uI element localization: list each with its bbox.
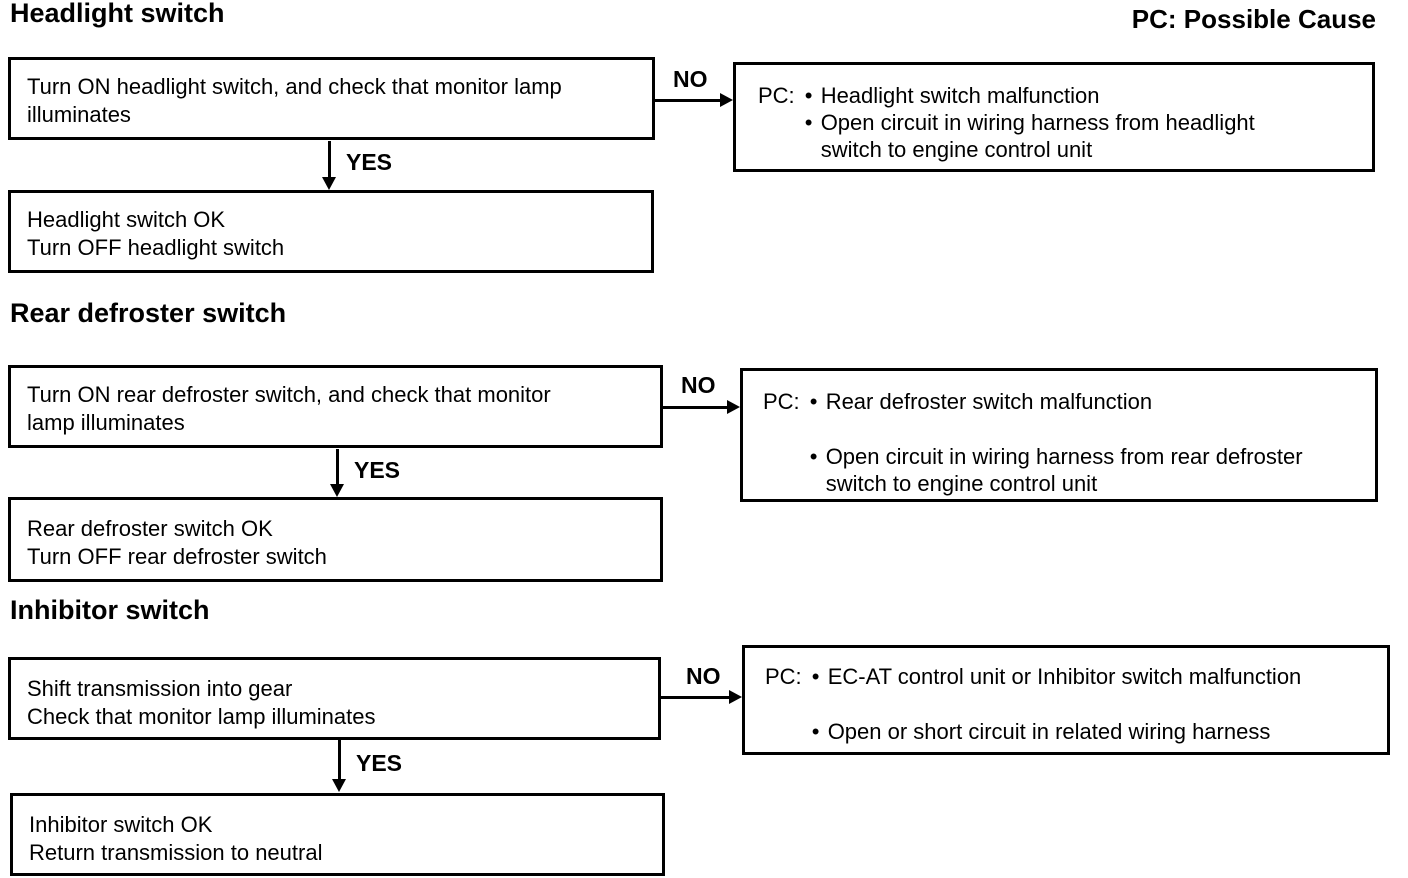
arrowhead-down-icon	[330, 484, 344, 497]
possible-cause-item: • Headlight switch malfunction	[805, 82, 1255, 109]
arrowhead-down-icon	[332, 779, 346, 792]
bullet-dot-icon: •	[809, 389, 818, 414]
bullet-dot-icon: •	[804, 83, 813, 108]
possible-cause-line: switch to engine control unit	[825, 471, 1098, 496]
yes-label: YES	[356, 750, 403, 776]
arrowhead-right-icon	[720, 93, 733, 107]
possible-cause-box-rear-defroster: PC: • Rear defroster switch malfunction …	[740, 368, 1378, 502]
possible-cause-item: • EC-AT control unit or Inhibitor switch…	[812, 663, 1302, 690]
pc-prefix: PC:	[765, 664, 802, 689]
bullet-dot-icon: •	[811, 719, 820, 744]
test-step-box-headlight: Turn ON headlight switch, and check that…	[8, 57, 655, 140]
possible-cause-item: • Open circuit in wiring harness from re…	[810, 443, 1303, 497]
no-label: NO	[686, 663, 721, 689]
test-step-line: Check that monitor lamp illuminates	[27, 704, 376, 729]
possible-cause-line: Headlight switch malfunction	[820, 83, 1100, 108]
yes-arrow	[330, 449, 344, 497]
possible-cause-line: Rear defroster switch malfunction	[825, 389, 1153, 414]
yes-label: YES	[346, 149, 393, 175]
yes-arrow	[322, 141, 336, 190]
possible-cause-legend: PC: Possible Cause	[1131, 4, 1376, 34]
test-step-line: Turn ON headlight switch, and check that…	[27, 74, 562, 99]
result-box-headlight: Headlight switch OK Turn OFF headlight s…	[8, 190, 654, 273]
possible-cause-line: Open circuit in wiring harness from head…	[820, 110, 1255, 135]
test-step-line: Shift transmission into gear	[27, 676, 293, 701]
pc-prefix: PC:	[763, 389, 800, 414]
result-line: Headlight switch OK	[27, 207, 226, 232]
yes-arrow	[332, 740, 346, 792]
possible-cause-item: • Open circuit in wiring harness from he…	[805, 109, 1255, 163]
possible-cause-line: EC-AT control unit or Inhibitor switch m…	[827, 664, 1302, 689]
result-box-rear-defroster: Rear defroster switch OK Turn OFF rear d…	[8, 497, 663, 582]
no-label: NO	[681, 372, 716, 398]
section-heading-rear-defroster-switch: Rear defroster switch	[10, 298, 287, 328]
possible-cause-box-headlight: PC: • Headlight switch malfunction • Ope…	[733, 62, 1375, 172]
result-box-inhibitor: Inhibitor switch OK Return transmission …	[10, 793, 665, 876]
bullet-dot-icon: •	[804, 110, 813, 135]
arrowhead-right-icon	[729, 690, 742, 704]
bullet-dot-icon: •	[811, 664, 820, 689]
no-label: NO	[673, 66, 708, 92]
test-step-box-rear-defroster: Turn ON rear defroster switch, and check…	[8, 365, 663, 448]
test-step-line: illuminates	[27, 102, 131, 127]
possible-cause-line: switch to engine control unit	[820, 137, 1093, 162]
possible-cause-box-inhibitor: PC: • EC-AT control unit or Inhibitor sw…	[742, 645, 1390, 755]
no-arrow	[661, 690, 742, 704]
result-line: Rear defroster switch OK	[27, 516, 273, 541]
pc-prefix: PC:	[758, 83, 795, 108]
result-line: Turn OFF headlight switch	[27, 235, 285, 260]
result-line: Turn OFF rear defroster switch	[27, 544, 327, 569]
test-step-box-inhibitor: Shift transmission into gear Check that …	[8, 657, 661, 740]
possible-cause-line: Open or short circuit in related wiring …	[827, 719, 1271, 744]
possible-cause-line: Open circuit in wiring harness from rear…	[825, 444, 1303, 469]
result-line: Return transmission to neutral	[29, 840, 323, 865]
test-step-line: Turn ON rear defroster switch, and check…	[27, 382, 551, 407]
test-step-line: lamp illuminates	[27, 410, 185, 435]
possible-cause-item: • Open or short circuit in related wirin…	[812, 718, 1302, 745]
bullet-dot-icon: •	[809, 444, 818, 469]
yes-label: YES	[354, 457, 401, 483]
no-arrow	[663, 400, 740, 414]
section-heading-headlight-switch: Headlight switch	[10, 0, 225, 28]
section-heading-inhibitor-switch: Inhibitor switch	[10, 595, 210, 625]
arrowhead-down-icon	[322, 177, 336, 190]
arrowhead-right-icon	[727, 400, 740, 414]
result-line: Inhibitor switch OK	[29, 812, 213, 837]
no-arrow	[655, 93, 733, 107]
possible-cause-item: • Rear defroster switch malfunction	[810, 388, 1303, 415]
